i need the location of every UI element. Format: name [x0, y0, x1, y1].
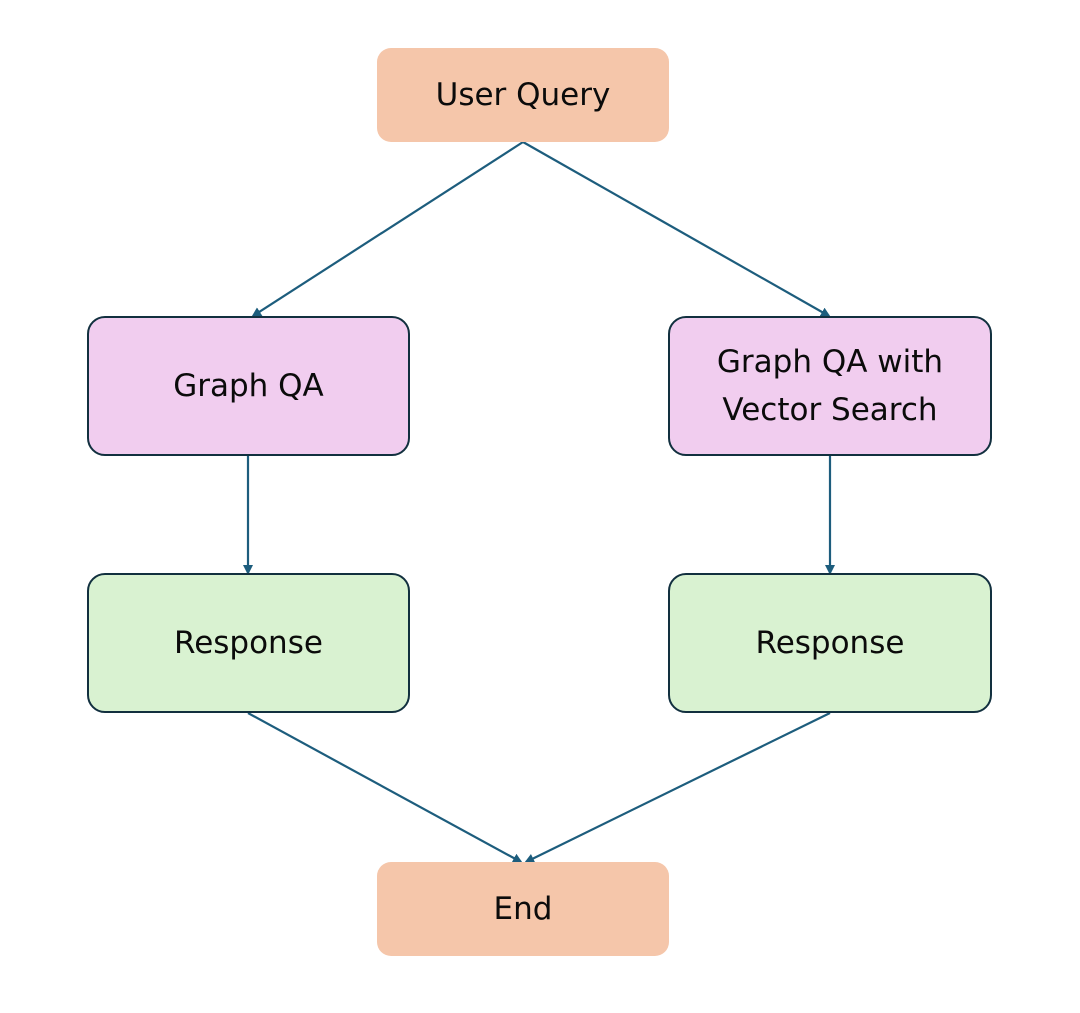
edge-start-to-graph-qa	[251, 141, 524, 318]
edge-response-left-to-end	[247, 712, 523, 863]
node-response-right-label: Response	[755, 624, 905, 661]
node-graph-qa-with-vector-search: Graph QA with Vector Search	[668, 316, 992, 456]
node-graph-qa: Graph QA	[87, 316, 410, 456]
edge-response-right-to-end	[524, 712, 831, 863]
node-graph-qa-label: Graph QA	[173, 367, 324, 404]
node-end: End	[377, 862, 669, 956]
node-graph-qa-with-vector-search-label: Graph QA with Vector Search	[716, 343, 944, 428]
node-user-query: User Query	[377, 48, 669, 142]
node-response-left: Response	[87, 573, 410, 713]
node-response-right: Response	[668, 573, 992, 713]
edge-start-to-graph-qa-vector	[522, 141, 831, 317]
node-response-left-label: Response	[174, 624, 323, 661]
node-end-label: End	[493, 890, 553, 927]
node-user-query-label: User Query	[435, 76, 611, 113]
